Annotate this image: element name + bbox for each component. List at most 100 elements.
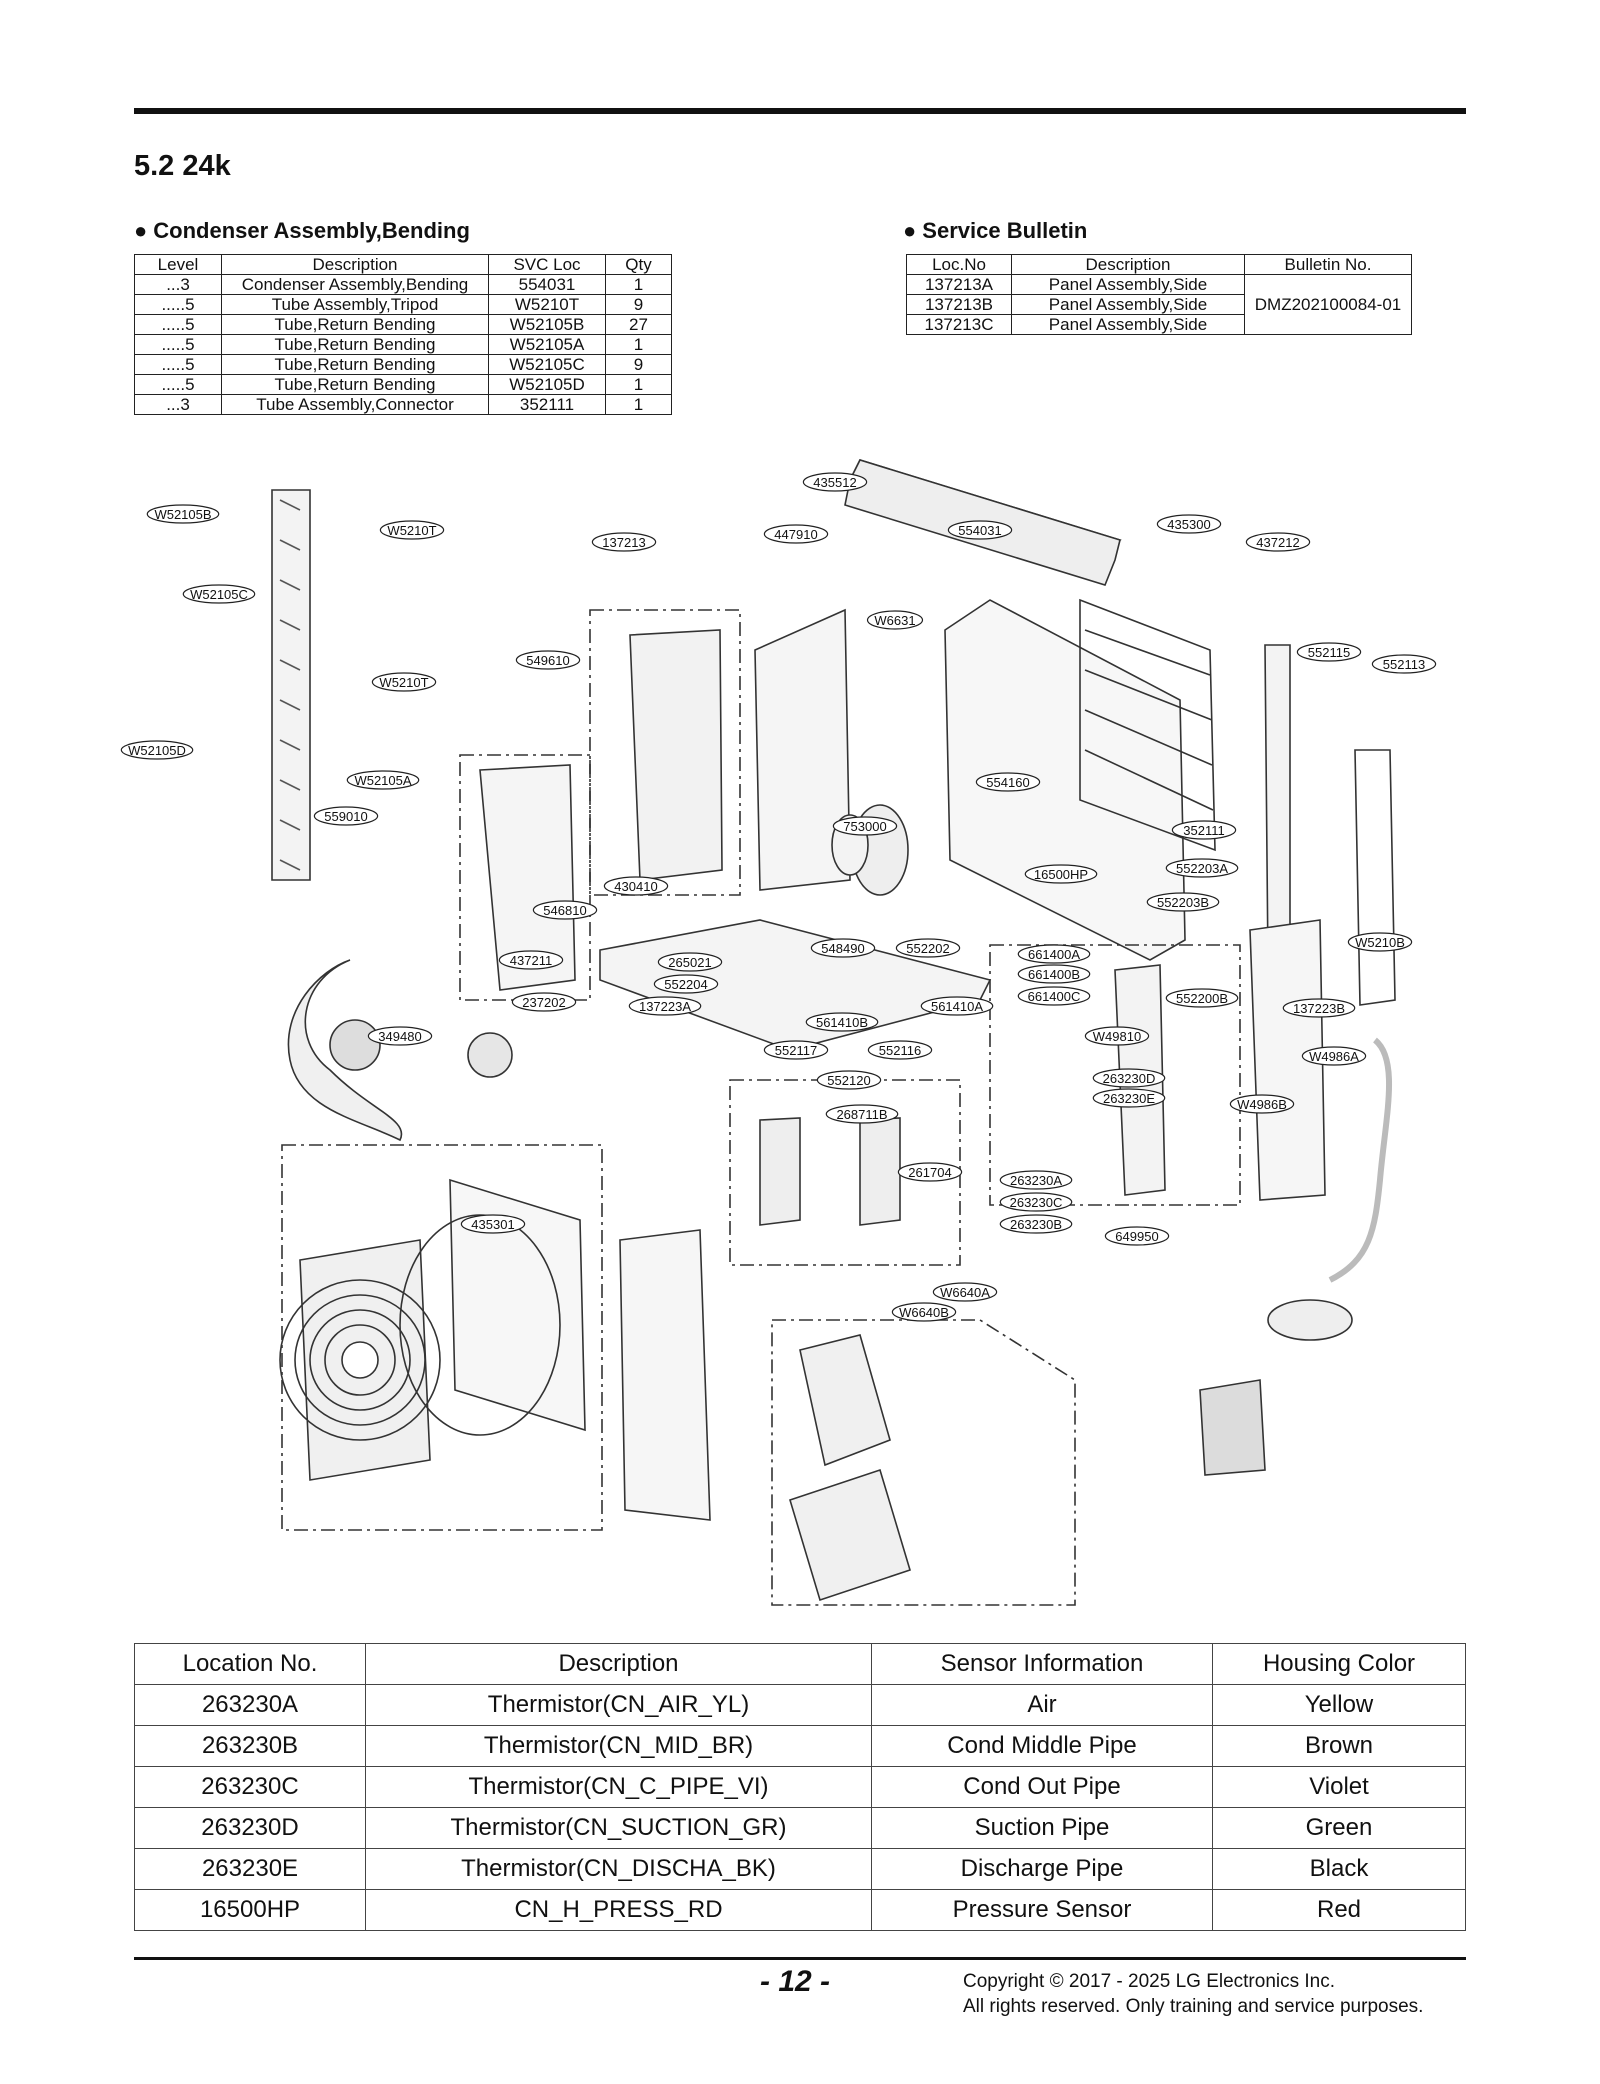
part-label: 263230E	[1103, 1091, 1155, 1106]
callout-oval	[867, 1040, 933, 1060]
callout-oval	[313, 806, 379, 826]
part-callout: 16500HP	[1024, 864, 1098, 884]
table-cell: Red	[1212, 1889, 1466, 1931]
bulletin-number: DMZ202100084-01	[1244, 274, 1412, 335]
part-label: 561410B	[816, 1015, 868, 1030]
part-callout: W5210B	[1347, 932, 1413, 952]
table-cell: .....5	[134, 334, 222, 355]
section-title: 5.2 24k	[134, 150, 231, 182]
part-callout: 137223B	[1282, 998, 1356, 1018]
part-label: W5210T	[379, 675, 428, 690]
callout-oval	[182, 584, 256, 604]
callout-oval	[1165, 988, 1239, 1008]
part-callout: 552117	[763, 1040, 829, 1060]
part-label: 554160	[986, 775, 1029, 790]
callout-oval	[999, 1214, 1073, 1234]
callout-oval	[1024, 864, 1098, 884]
part-label: W4986A	[1309, 1049, 1359, 1064]
table-cell: 263230B	[134, 1725, 366, 1767]
part-callout: 561410B	[805, 1012, 879, 1032]
part-label: 661400C	[1028, 989, 1081, 1004]
table-header-row: Level Description SVC Loc Qty	[134, 254, 672, 275]
callout-oval	[825, 1104, 899, 1124]
table-cell: 263230C	[134, 1766, 366, 1808]
table-cell: 554031	[488, 274, 606, 295]
table-cell: Tube Assembly,Tripod	[221, 294, 489, 315]
part-callout: W4986B	[1229, 1094, 1295, 1114]
part-label: 548490	[821, 941, 864, 956]
part-callout: 263230B	[999, 1214, 1073, 1234]
callout-oval	[379, 520, 445, 540]
part-label: 552115	[1308, 645, 1350, 660]
bulletin-table: Loc.No Description Bulletin No. 137213A …	[906, 254, 1412, 335]
part-callout: W52105C	[182, 584, 256, 604]
table-cell: 1	[605, 394, 672, 415]
callout-oval	[653, 974, 719, 994]
part-label: W52105C	[190, 587, 248, 602]
callout-oval	[832, 816, 898, 836]
part-label: 137223B	[1293, 1001, 1345, 1016]
callout-oval	[628, 996, 702, 1016]
part-callout: 265021	[657, 952, 723, 972]
table-cell: W52105D	[488, 374, 606, 395]
callout-oval	[805, 1012, 879, 1032]
part-label: 437211	[510, 953, 552, 968]
copyright: Copyright © 2017 - 2025 LG Electronics I…	[963, 1971, 1424, 2017]
table-cell: Thermistor(CN_AIR_YL)	[365, 1684, 872, 1726]
callout-oval	[920, 996, 994, 1016]
callout-oval	[1084, 1026, 1150, 1046]
callout-oval	[763, 1040, 829, 1060]
callout-oval	[897, 1162, 963, 1182]
table-row: 137213C Panel Assembly,Side	[906, 314, 1412, 335]
part-callout: 263230E	[1092, 1088, 1166, 1108]
part-label: 430410	[614, 879, 657, 894]
part-callout: 447910	[763, 524, 829, 544]
part-label: 263230B	[1010, 1217, 1062, 1232]
table-cell: 9	[605, 354, 672, 375]
part-callout: 263230A	[999, 1170, 1073, 1190]
part-callout: 548490	[810, 938, 876, 958]
callout-oval	[975, 772, 1041, 792]
part-label: W6640A	[940, 1285, 990, 1300]
part-callout: W52105B	[146, 504, 220, 524]
part-label: 552117	[775, 1043, 817, 1058]
callout-oval	[1296, 642, 1362, 662]
part-callout: 552113	[1371, 654, 1437, 674]
part-label: W52105B	[154, 507, 211, 522]
part-label: 261704	[908, 1165, 951, 1180]
callout-oval	[371, 672, 437, 692]
part-callout: 263230C	[999, 1192, 1073, 1212]
callout-oval	[932, 1282, 998, 1302]
table-cell: Discharge Pipe	[871, 1848, 1213, 1890]
part-callout: 661400B	[1017, 964, 1091, 984]
part-callout: 352111	[1171, 820, 1237, 840]
table-cell: Thermistor(CN_C_PIPE_VI)	[365, 1766, 872, 1808]
table-cell: Tube Assembly,Connector	[221, 394, 489, 415]
table-cell: .....5	[134, 374, 222, 395]
part-callout: 435300	[1156, 514, 1222, 534]
table-cell: .....5	[134, 294, 222, 315]
part-callout: 552203B	[1146, 892, 1220, 912]
part-callout: 237202	[511, 992, 577, 1012]
part-label: 552113	[1383, 657, 1425, 672]
part-label: 437212	[1256, 535, 1299, 550]
part-callout: 554160	[975, 772, 1041, 792]
table-cell: Thermistor(CN_MID_BR)	[365, 1725, 872, 1767]
callout-oval	[999, 1192, 1073, 1212]
condenser-heading: ●Condenser Assembly,Bending	[134, 218, 470, 243]
callout-oval	[891, 1302, 957, 1322]
part-callout: 552200B	[1165, 988, 1239, 1008]
callout-oval	[657, 952, 723, 972]
part-callout: 552116	[867, 1040, 933, 1060]
callout-oval	[816, 1070, 882, 1090]
part-callout: 435512	[802, 472, 868, 492]
callout-oval	[866, 610, 924, 630]
callout-oval	[1104, 1226, 1170, 1246]
